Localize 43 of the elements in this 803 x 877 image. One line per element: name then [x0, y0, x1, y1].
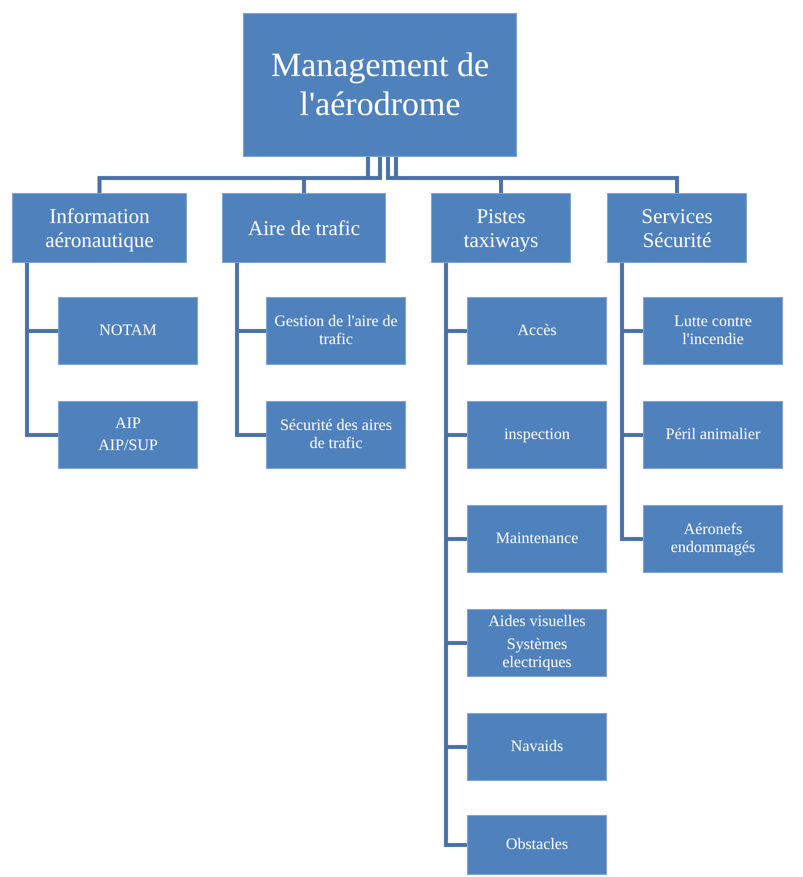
node-label: Péril animalier [666, 426, 760, 444]
item-box [643, 401, 783, 469]
item-box [266, 401, 406, 469]
root-box [243, 13, 517, 157]
item-box [467, 815, 607, 875]
item-box [467, 713, 607, 781]
connector-line [620, 263, 643, 541]
node-label: Sécurité des aires de trafic [279, 416, 393, 454]
item-box [467, 297, 607, 365]
connector-line [394, 157, 679, 193]
item-box [643, 297, 783, 365]
node-label: AIP/SUP [98, 437, 158, 456]
node-label: Pistes taxiways [462, 204, 540, 252]
category-box [607, 193, 747, 263]
connector-line [98, 157, 370, 193]
node-label: Aides visuelles [488, 613, 586, 632]
item-box [467, 505, 607, 573]
category-box [431, 193, 571, 263]
node-label: Lutte contre l'incendie [673, 312, 753, 350]
node-label: Aire de trafic [248, 216, 360, 240]
connector-line [386, 157, 503, 193]
node-label: Obstacles [506, 836, 568, 854]
node-label: Information aéronautique [44, 204, 155, 252]
node-label: inspection [504, 426, 570, 444]
item-box [266, 297, 406, 365]
node-label: Systèmes electriques [501, 636, 573, 673]
item-box [467, 609, 607, 677]
node-label: NOTAM [99, 322, 157, 340]
item-box [58, 401, 198, 469]
node-label: Accès [517, 322, 557, 340]
connector-line [302, 157, 382, 193]
node-label: Services Sécurité [640, 204, 714, 252]
item-box [467, 401, 607, 469]
node-label: Management de l'aérodrome [270, 46, 490, 124]
node-label: AIP [115, 414, 141, 433]
node-label: Navaids [510, 738, 564, 756]
node-label: Maintenance [496, 530, 578, 548]
node-label: Gestion de l'aire de trafic [273, 312, 399, 350]
category-box [12, 193, 187, 263]
item-box [58, 297, 198, 365]
node-label: Aéronefs endommagés [670, 520, 756, 558]
category-box [222, 193, 386, 263]
item-box [643, 505, 783, 573]
